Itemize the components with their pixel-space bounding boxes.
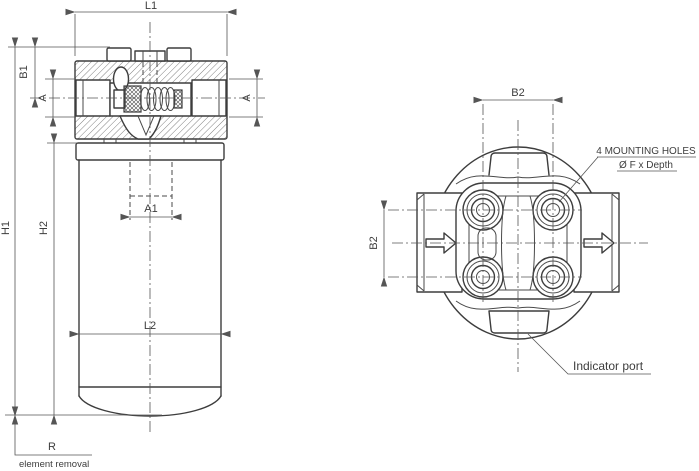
side-view-dimensions: L1 B1 A A H1 H2 A1: [0, 0, 263, 470]
dim-R-label: R: [48, 441, 56, 453]
dim-H2-label: H2: [38, 221, 50, 235]
poppet-skirt: [119, 115, 162, 140]
top-view: B2 B2 4 MOUNTING HOLES Ø F x Depth Indic…: [368, 87, 696, 375]
mounting-holes-leader: [558, 156, 599, 203]
indicator-port-note: Indicator port: [573, 359, 644, 373]
valve-nut-section: [123, 85, 142, 113]
dim-B2-left-label: B2: [368, 236, 380, 249]
indicator-port-leader: [527, 333, 651, 375]
valve-seat-lines: [137, 115, 155, 137]
dim-B2-top-label: B2: [511, 87, 524, 99]
filter-head-section: [74, 47, 228, 143]
element-removal-note: element removal: [19, 459, 89, 470]
top-boss-right: [166, 47, 192, 62]
mounting-holes-note-line1: 4 MOUNTING HOLES: [596, 146, 696, 157]
side-view: L1 B1 A A H1 H2 A1: [0, 0, 265, 470]
top-port-boss: [488, 152, 550, 176]
top-view-dimensions: B2 B2 4 MOUNTING HOLES Ø F x Depth Indic…: [368, 87, 696, 375]
dim-H1-label: H1: [0, 221, 12, 235]
bypass-valve: [112, 66, 183, 140]
dim-L1-label: L1: [145, 0, 157, 12]
dim-line-R: [11, 406, 92, 456]
mounting-holes-note-line2: Ø F x Depth: [619, 160, 673, 171]
dim-L2-label: L2: [144, 320, 156, 332]
flow-arrow-outlet-icon: [583, 232, 615, 254]
dim-A1-label: A1: [144, 203, 157, 215]
bottom-shoulder-wave: [455, 300, 581, 310]
spring-coils: [140, 87, 176, 111]
head-top-bosses: [106, 47, 192, 62]
spring-seat-section: [173, 89, 183, 109]
dim-B1-label: B1: [18, 65, 30, 78]
dim-A-left-label: A: [37, 94, 49, 102]
dim-A-right-label: A: [241, 94, 253, 102]
center-slot-detail: [477, 227, 497, 261]
indicator-port-boss: [488, 310, 550, 334]
poppet-stem: [113, 89, 126, 109]
top-boss-left: [106, 47, 132, 62]
